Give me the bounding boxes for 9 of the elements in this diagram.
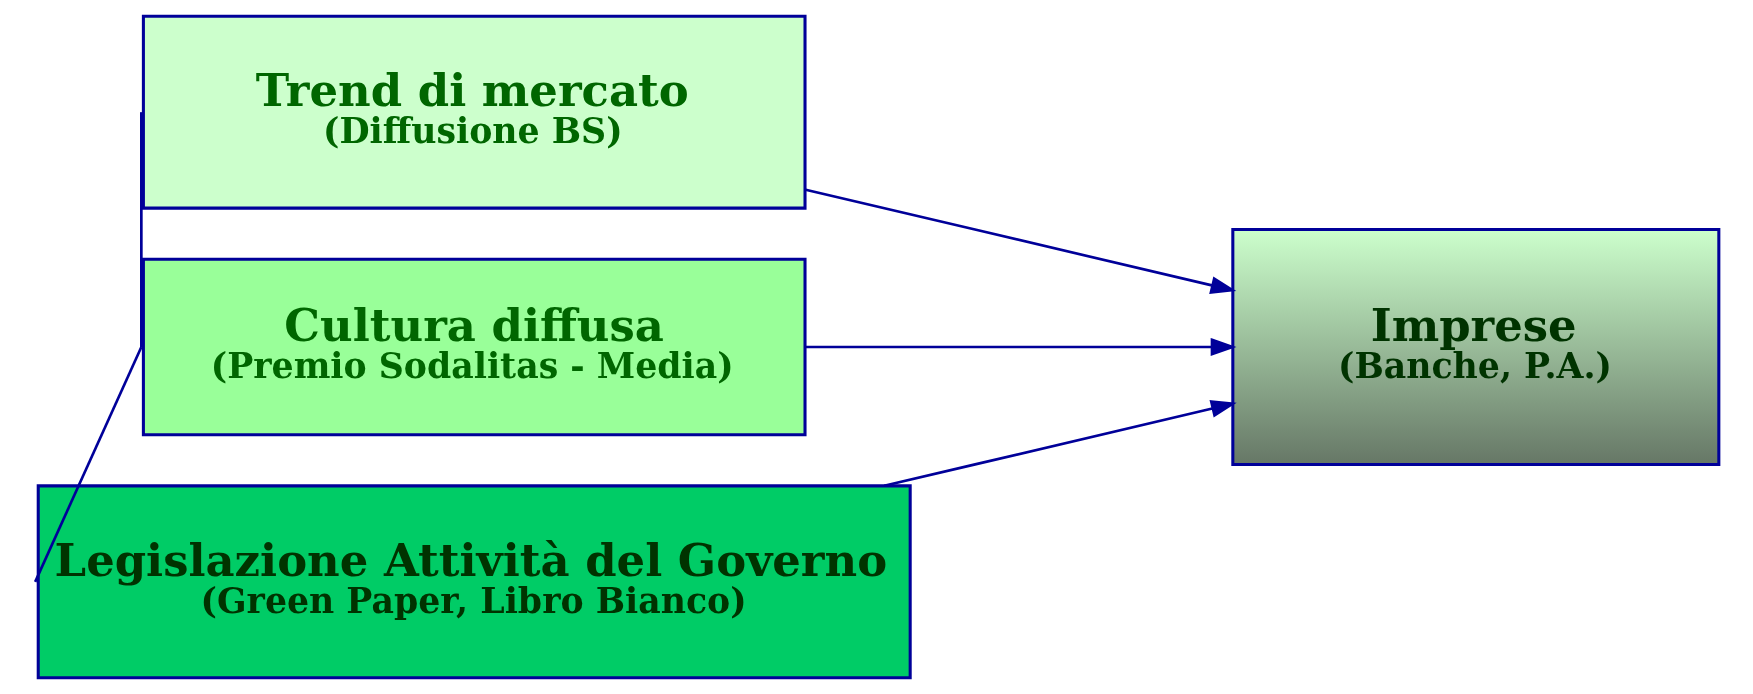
arrow (805, 338, 1236, 356)
connector (139, 112, 143, 347)
node-box: Cultura diffusa (Premio Sodalitas - Media) (141, 257, 807, 437)
arrow (883, 399, 1237, 488)
node-box: Trend di mercato (Diffusione BS) (141, 14, 807, 210)
connector (33, 346, 143, 583)
arrow (804, 188, 1236, 294)
node-box: Legislazione Attività del Governo (Green Paper, Libro Bianco) (36, 484, 912, 680)
node-box: Imprese (Banche, P.A.) (1230, 228, 1720, 466)
